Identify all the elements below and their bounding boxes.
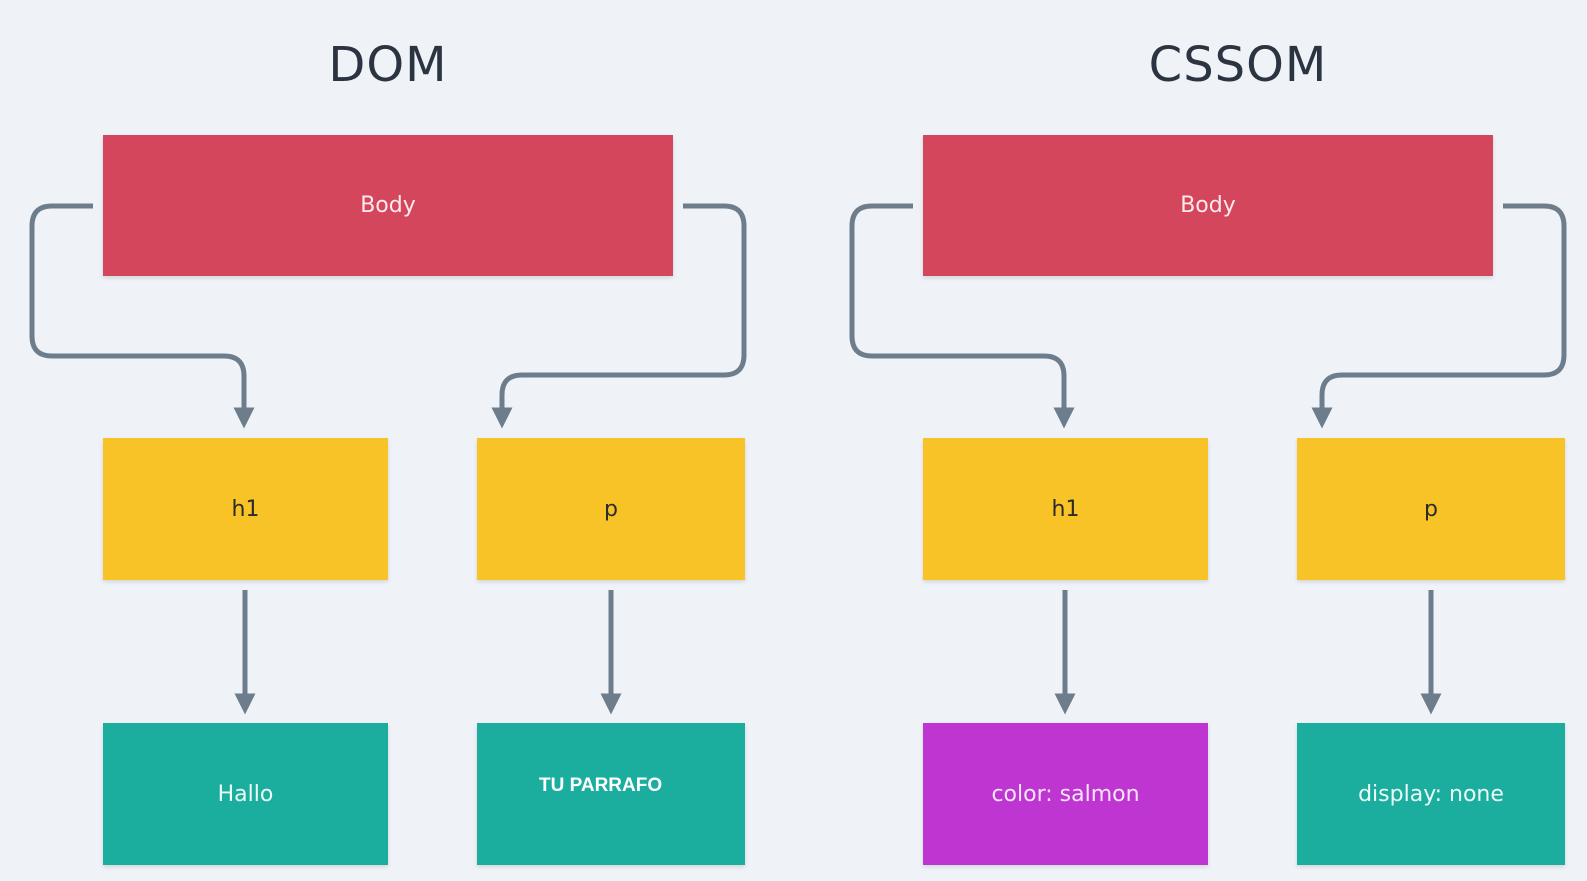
cssom-h1-node: h1 — [923, 438, 1208, 580]
cssom-p-style-label: display: none — [1358, 781, 1504, 807]
cssom-p-style-node: display: none — [1297, 723, 1565, 865]
dom-p-label: p — [604, 496, 618, 522]
cssom-body-to-h1-connector — [849, 203, 1075, 429]
dom-h1-node: h1 — [103, 438, 388, 580]
dom-h1-label: h1 — [231, 496, 260, 522]
cssom-title: CSSOM — [1148, 37, 1328, 93]
dom-p-content-label: TU PARRAFO — [539, 775, 663, 796]
dom-body-to-p-connector — [491, 203, 747, 429]
cssom-p-label: p — [1424, 496, 1438, 522]
cssom-body-label: Body — [1180, 193, 1236, 218]
cssom-h1-label: h1 — [1051, 496, 1080, 522]
cssom-h1-style-label: color: salmon — [991, 781, 1140, 807]
dom-h1-content-node: Hallo — [103, 723, 388, 865]
cssom-h1-style-node: color: salmon — [923, 723, 1208, 865]
dom-p-content-node: TU PARRAFO — [477, 723, 745, 865]
cssom-p-node: p — [1297, 438, 1565, 580]
cssom-body-to-p-connector — [1311, 203, 1567, 429]
dom-p-node: p — [477, 438, 745, 580]
dom-h1-content-label: Hallo — [217, 781, 274, 807]
dom-body-node: Body — [103, 135, 673, 276]
dom-body-label: Body — [360, 193, 416, 218]
dom-body-to-h1-connector — [29, 203, 255, 429]
cssom-body-node: Body — [923, 135, 1493, 276]
dom-title: DOM — [328, 37, 448, 93]
